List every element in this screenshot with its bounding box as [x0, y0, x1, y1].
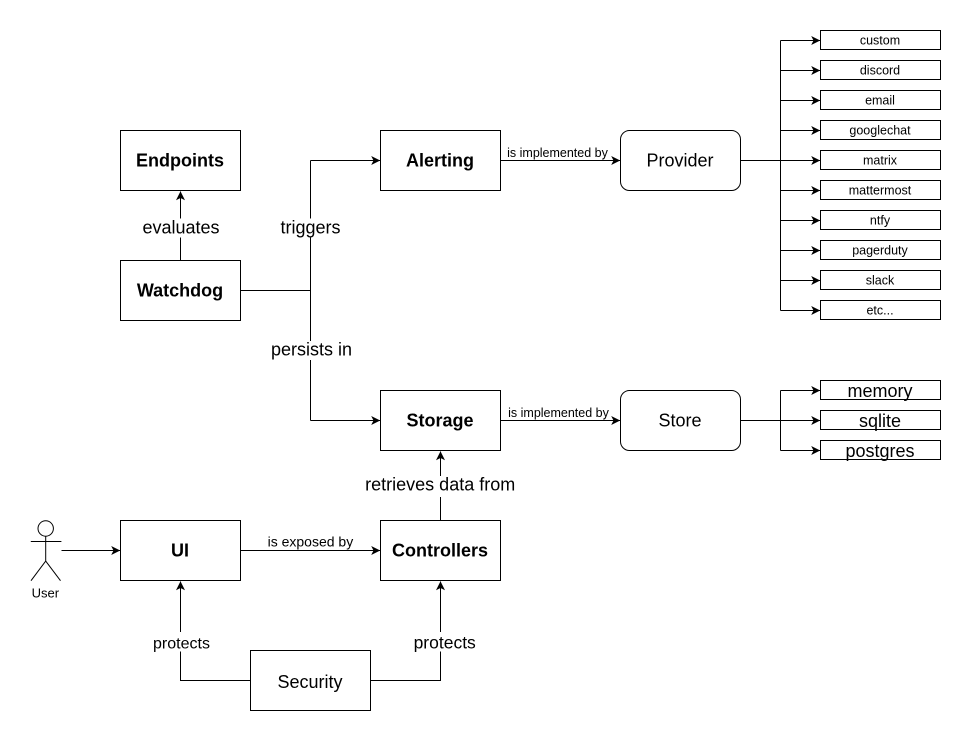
- svg-text:sqlite: sqlite: [859, 411, 901, 431]
- svg-text:discord: discord: [860, 63, 900, 77]
- svg-text:UI: UI: [171, 540, 189, 560]
- svg-text:Controllers: Controllers: [392, 540, 488, 560]
- svg-text:matrix: matrix: [863, 153, 898, 167]
- svg-text:is implemented by: is implemented by: [508, 406, 609, 420]
- svg-text:postgres: postgres: [845, 441, 914, 461]
- svg-text:Alerting: Alerting: [406, 150, 474, 170]
- svg-text:mattermost: mattermost: [849, 183, 912, 197]
- svg-text:protects: protects: [414, 633, 476, 653]
- svg-text:Endpoints: Endpoints: [136, 150, 224, 170]
- svg-text:is implemented by: is implemented by: [507, 146, 608, 160]
- svg-text:protects: protects: [153, 636, 210, 653]
- svg-text:pagerduty: pagerduty: [852, 243, 908, 257]
- svg-text:Watchdog: Watchdog: [137, 280, 223, 300]
- svg-text:persists in: persists in: [271, 340, 352, 360]
- svg-text:email: email: [865, 93, 895, 107]
- svg-text:Store: Store: [658, 410, 701, 430]
- svg-text:Storage: Storage: [406, 410, 473, 430]
- svg-text:Security: Security: [277, 672, 342, 692]
- svg-text:etc...: etc...: [866, 303, 893, 317]
- svg-text:evaluates: evaluates: [142, 218, 219, 238]
- svg-text:triggers: triggers: [280, 218, 340, 238]
- svg-text:retrieves data from: retrieves data from: [365, 475, 515, 495]
- svg-text:googlechat: googlechat: [849, 123, 911, 137]
- svg-text:User: User: [32, 586, 60, 601]
- svg-text:memory: memory: [847, 381, 912, 401]
- svg-text:is exposed by: is exposed by: [268, 534, 354, 550]
- svg-text:slack: slack: [866, 273, 895, 287]
- svg-text:ntfy: ntfy: [870, 213, 891, 227]
- svg-text:Provider: Provider: [646, 150, 713, 170]
- svg-text:custom: custom: [860, 33, 900, 47]
